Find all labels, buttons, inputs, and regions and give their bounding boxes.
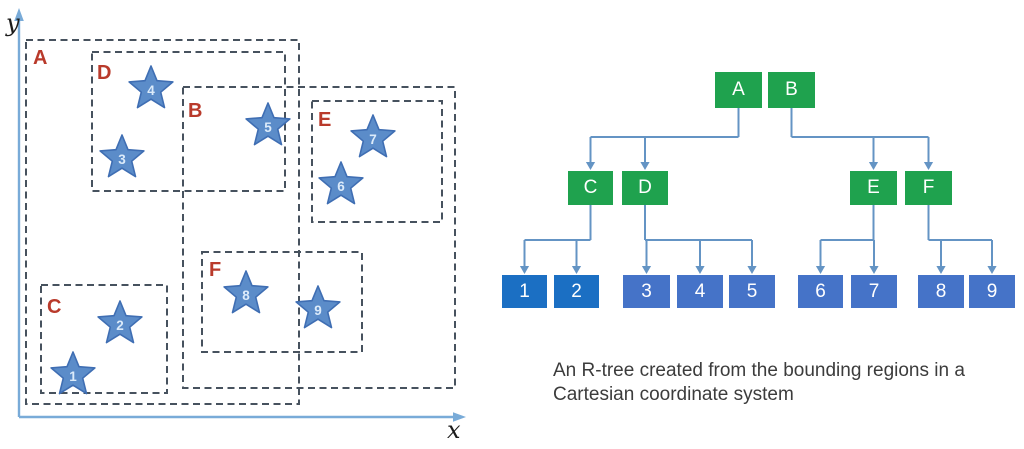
region-label-C: C: [47, 296, 61, 318]
star-number-7: 7: [369, 132, 377, 147]
edge-arrow-icon-5: [747, 266, 757, 274]
tree-node-7: 7: [851, 275, 897, 308]
tree-node-9: 9: [969, 275, 1015, 308]
star-point-3: [99, 134, 145, 178]
edge-arrow-icon-2: [571, 266, 582, 274]
star-point-8: [223, 270, 269, 314]
tree-node-4: 4: [677, 275, 723, 308]
region-box-B: [182, 86, 456, 389]
edge-arrow-icon-7: [869, 266, 879, 274]
region-box-C: [40, 284, 168, 394]
region-box-F: [201, 251, 363, 353]
tree-node-2: 2: [554, 275, 599, 308]
caption: An R-tree created from the bounding regi…: [553, 360, 965, 405]
edge-arrow-icon-C: [585, 162, 596, 170]
region-label-F: F: [209, 259, 221, 281]
region-box-E: [311, 100, 443, 223]
star-number-2: 2: [116, 318, 124, 333]
region-box-D: [91, 51, 286, 192]
region-label-D: D: [97, 62, 111, 84]
tree-node-5: 5: [729, 275, 775, 308]
y-axis-label: y: [5, 9, 20, 37]
star-number-3: 3: [118, 152, 126, 167]
star-point-2: [97, 300, 143, 344]
edge-arrow-icon-6: [815, 266, 826, 274]
star-point-4: [128, 65, 174, 109]
x-axis-label: x: [447, 416, 461, 444]
tree-node-C: C: [568, 171, 613, 205]
region-box-A: [25, 39, 300, 405]
edge-arrow-icon-F: [923, 162, 934, 170]
star-number-8: 8: [242, 288, 250, 303]
edge-arrow-icon-D: [640, 162, 650, 170]
star-number-5: 5: [264, 120, 272, 135]
region-label-E: E: [318, 109, 331, 131]
star-point-5: [245, 102, 291, 146]
edge-arrow-icon-3: [641, 266, 652, 274]
edge-arrow-icon-9: [987, 266, 997, 274]
edge-arrow-icon-1: [519, 266, 530, 274]
star-point-1: [50, 351, 96, 395]
x-axis-arrow-icon: [453, 412, 466, 422]
star-point-7: [350, 114, 396, 158]
tree-node-6: 6: [798, 275, 843, 308]
star-number-9: 9: [314, 303, 322, 318]
star-number-6: 6: [337, 179, 345, 194]
y-axis-arrow-icon: [14, 8, 24, 21]
region-label-A: A: [33, 47, 47, 69]
star-number-4: 4: [147, 83, 155, 98]
edge-arrow-icon-8: [936, 266, 946, 274]
tree-node-F: F: [905, 171, 952, 205]
edge-arrow-icon-E: [868, 162, 879, 170]
tree-node-1: 1: [502, 275, 547, 308]
region-label-B: B: [188, 100, 202, 122]
star-point-6: [318, 161, 364, 205]
tree-node-B: B: [768, 72, 815, 108]
tree-node-D: D: [622, 171, 668, 205]
edge-arrow-icon-4: [695, 266, 705, 274]
tree-node-8: 8: [918, 275, 964, 308]
star-number-1: 1: [69, 369, 77, 384]
tree-node-3: 3: [623, 275, 670, 308]
tree-node-A: A: [715, 72, 762, 108]
star-point-9: [295, 285, 341, 329]
tree-node-E: E: [850, 171, 897, 205]
